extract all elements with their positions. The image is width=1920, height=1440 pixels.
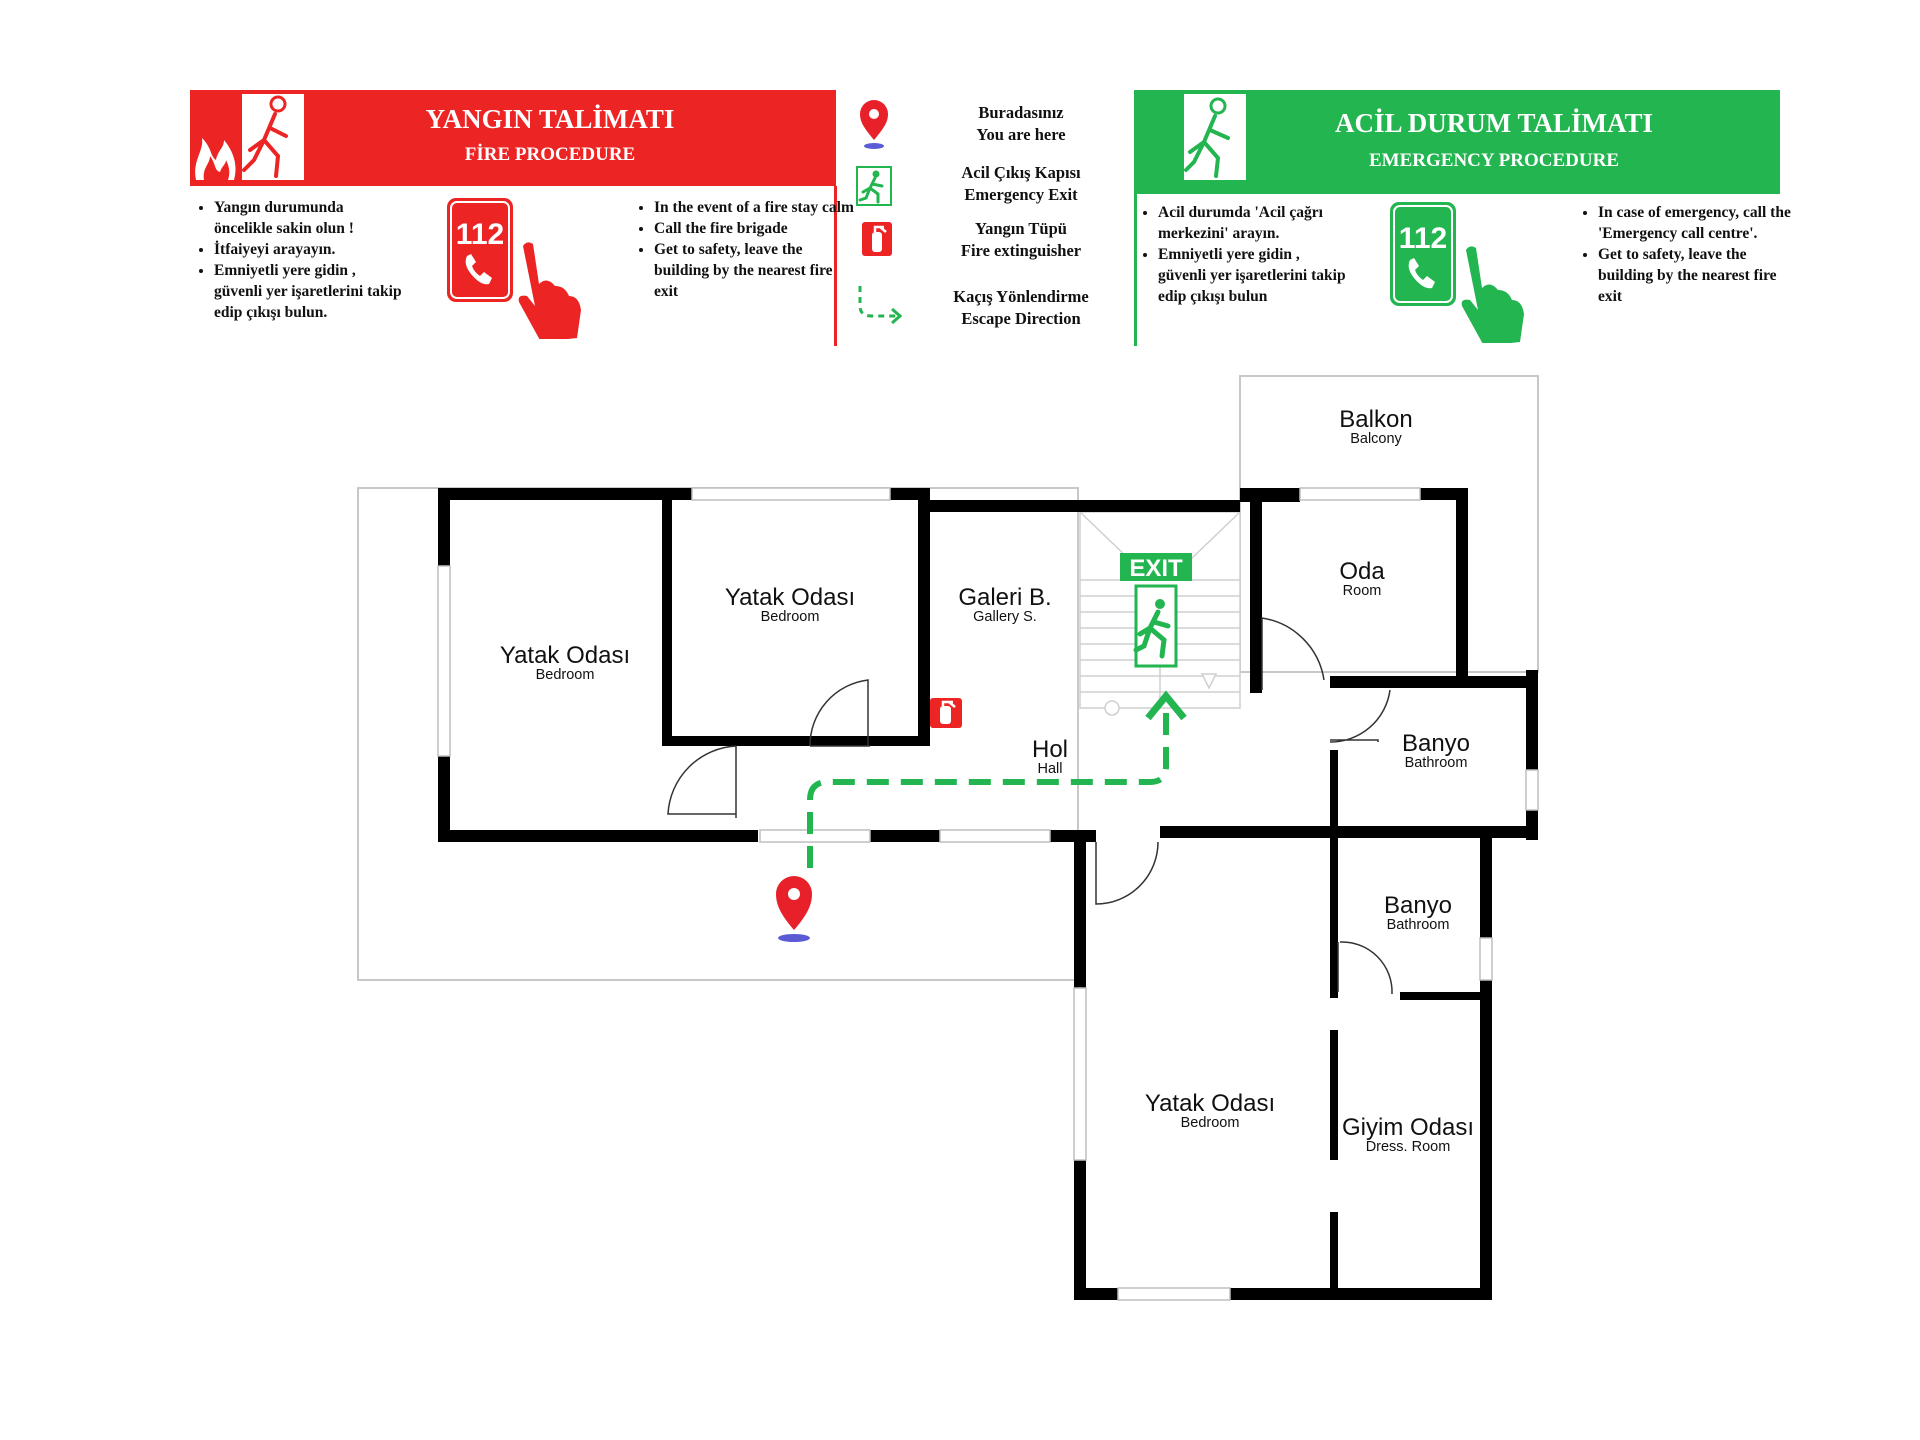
room-label: Yatak Odası: [1144, 1090, 1276, 1117]
legend-you-are-here-tr: Buradasınız: [978, 103, 1064, 122]
emergency-procedure-panel: ACİL DURUM TALİMATI EMERGENCY PROCEDURE …: [1134, 90, 1791, 348]
legend-exit: Acil Çıkış Kapısı Emergency Exit: [916, 162, 1126, 206]
room-label-en: Gallery S.: [973, 609, 1037, 625]
room-dressing: Giyim Odası Dress. Room: [1336, 1116, 1480, 1155]
fire-bullets-en: In the event of a fire stay calm Call th…: [636, 197, 854, 302]
room-label-en: Room: [1342, 583, 1382, 599]
escape-route: [807, 700, 1169, 868]
fire-procedure-panel: YANGIN TALİMATI FİRE PROCEDURE Yangın du…: [190, 90, 854, 346]
location-pin-icon: [858, 100, 890, 155]
room-balcony: Balkon Balcony: [1316, 408, 1436, 447]
fire-bullet-en-3: Get to safety, leave the building by the…: [654, 239, 854, 302]
you-are-here-marker: [776, 876, 812, 942]
legend-extinguisher-en: Fire extinguisher: [960, 241, 1082, 260]
fire-phone-number: 112: [456, 218, 504, 251]
room-label-en: Bedroom: [1180, 1115, 1240, 1131]
emergency-exit-header-icon: [1182, 90, 1248, 191]
legend-you-are-here-en: You are here: [976, 125, 1066, 144]
room-label: Hol: [1031, 736, 1068, 763]
room-label: Yatak Odası: [499, 642, 631, 669]
fire-bullet-tr-2: İtfaiyeyi arayayın.: [214, 239, 404, 260]
room-bedroom-bottom: Yatak Odası Bedroom: [1110, 1092, 1310, 1131]
emergency-bullet-en-2: Get to safety, leave the building by the…: [1598, 244, 1798, 307]
room-bedroom-middle: Yatak Odası Bedroom: [690, 586, 890, 625]
emergency-bullets-tr: Acil durumda 'Acil çağrı merkezini' aray…: [1140, 202, 1348, 307]
fire-panel-title: YANGIN TALİMATI: [425, 104, 675, 134]
room-label-en: Bathroom: [1404, 755, 1468, 771]
emergency-panel-divider: [1134, 194, 1137, 346]
room-label: Banyo: [1401, 730, 1471, 757]
legend-extinguisher: Yangın Tüpü Fire extinguisher: [916, 218, 1126, 262]
legend-escape-tr: Kaçış Yönlendirme: [953, 287, 1089, 306]
room-label-en: Bedroom: [760, 609, 820, 625]
fire-phone-icon: 112: [445, 194, 595, 344]
emergency-phone-number: 112: [1399, 222, 1447, 255]
fire-bullet-en-1: In the event of a fire stay calm: [654, 197, 854, 218]
fire-panel-divider: [834, 186, 837, 346]
plan-extinguisher-icon: [930, 698, 962, 728]
exit-sign: EXIT: [1120, 553, 1192, 668]
room-gallery: Galeri B. Gallery S.: [935, 586, 1075, 625]
emergency-bullet-en-1: In case of emergency, call the 'Emergenc…: [1598, 202, 1798, 244]
fire-escape-icon: [190, 90, 308, 186]
room-label-en: Dress. Room: [1365, 1139, 1451, 1155]
legend-escape: Kaçış Yönlendirme Escape Direction: [916, 286, 1126, 330]
legend-you-are-here: Buradasınız You are here: [916, 102, 1126, 146]
room-label-en: Balcony: [1350, 431, 1402, 447]
emergency-panel-subtitle: EMERGENCY PROCEDURE: [1369, 150, 1619, 171]
room-label: Galeri B.: [958, 584, 1052, 611]
room-label: Giyim Odası: [1341, 1114, 1475, 1141]
legend-escape-en: Escape Direction: [961, 309, 1081, 328]
windows: [437, 487, 1539, 1301]
room-label: Banyo: [1383, 892, 1453, 919]
room-hall: Hol Hall: [1000, 738, 1100, 777]
emergency-bullet-tr-1: Acil durumda 'Acil çağrı merkezini' aray…: [1158, 202, 1348, 244]
escape-direction-icon: [856, 284, 906, 329]
room-label-en: Bedroom: [535, 667, 595, 683]
emergency-bullets-en: In case of emergency, call the 'Emergenc…: [1580, 202, 1798, 307]
fire-panel-subtitle: FİRE PROCEDURE: [464, 144, 636, 165]
room-label-en: Bathroom: [1386, 917, 1450, 933]
legend-exit-en: Emergency Exit: [964, 185, 1078, 204]
room-bathroom-2: Banyo Bathroom: [1358, 894, 1478, 933]
map-legend: Buradasınız You are here Acil Çıkış Kapı…: [856, 96, 1126, 336]
escape-arrow-head: [1145, 690, 1187, 721]
fire-bullet-tr-1: Yangın durumunda öncelikle sakin olun !: [214, 197, 404, 239]
legend-extinguisher-tr: Yangın Tüpü: [975, 219, 1067, 238]
room-bathroom-1: Banyo Bathroom: [1376, 732, 1496, 771]
fire-bullets-tr: Yangın durumunda öncelikle sakin olun ! …: [196, 197, 404, 323]
emergency-exit-icon: [856, 166, 892, 211]
emergency-panel-title: ACİL DURUM TALİMATI: [1334, 108, 1654, 138]
room-room: Oda Room: [1302, 560, 1422, 599]
fire-bullet-en-2: Call the fire brigade: [654, 218, 854, 239]
room-label-en: Hall: [1037, 761, 1063, 777]
doors: [667, 617, 1393, 995]
fire-extinguisher-icon: [862, 222, 892, 261]
room-label: Balkon: [1339, 406, 1413, 433]
legend-exit-tr: Acil Çıkış Kapısı: [961, 163, 1081, 182]
emergency-bullet-tr-2: Emniyetli yere gidin , güvenli yer işare…: [1158, 244, 1348, 307]
room-label: Yatak Odası: [724, 584, 856, 611]
fire-bullet-tr-3: Emniyetli yere gidin , güvenli yer işare…: [214, 260, 404, 323]
emergency-phone-icon: 112: [1388, 198, 1538, 348]
room-label: Oda: [1339, 558, 1385, 585]
room-bedroom-left: Yatak Odası Bedroom: [470, 644, 660, 683]
exit-sign-text: EXIT: [1129, 555, 1183, 582]
